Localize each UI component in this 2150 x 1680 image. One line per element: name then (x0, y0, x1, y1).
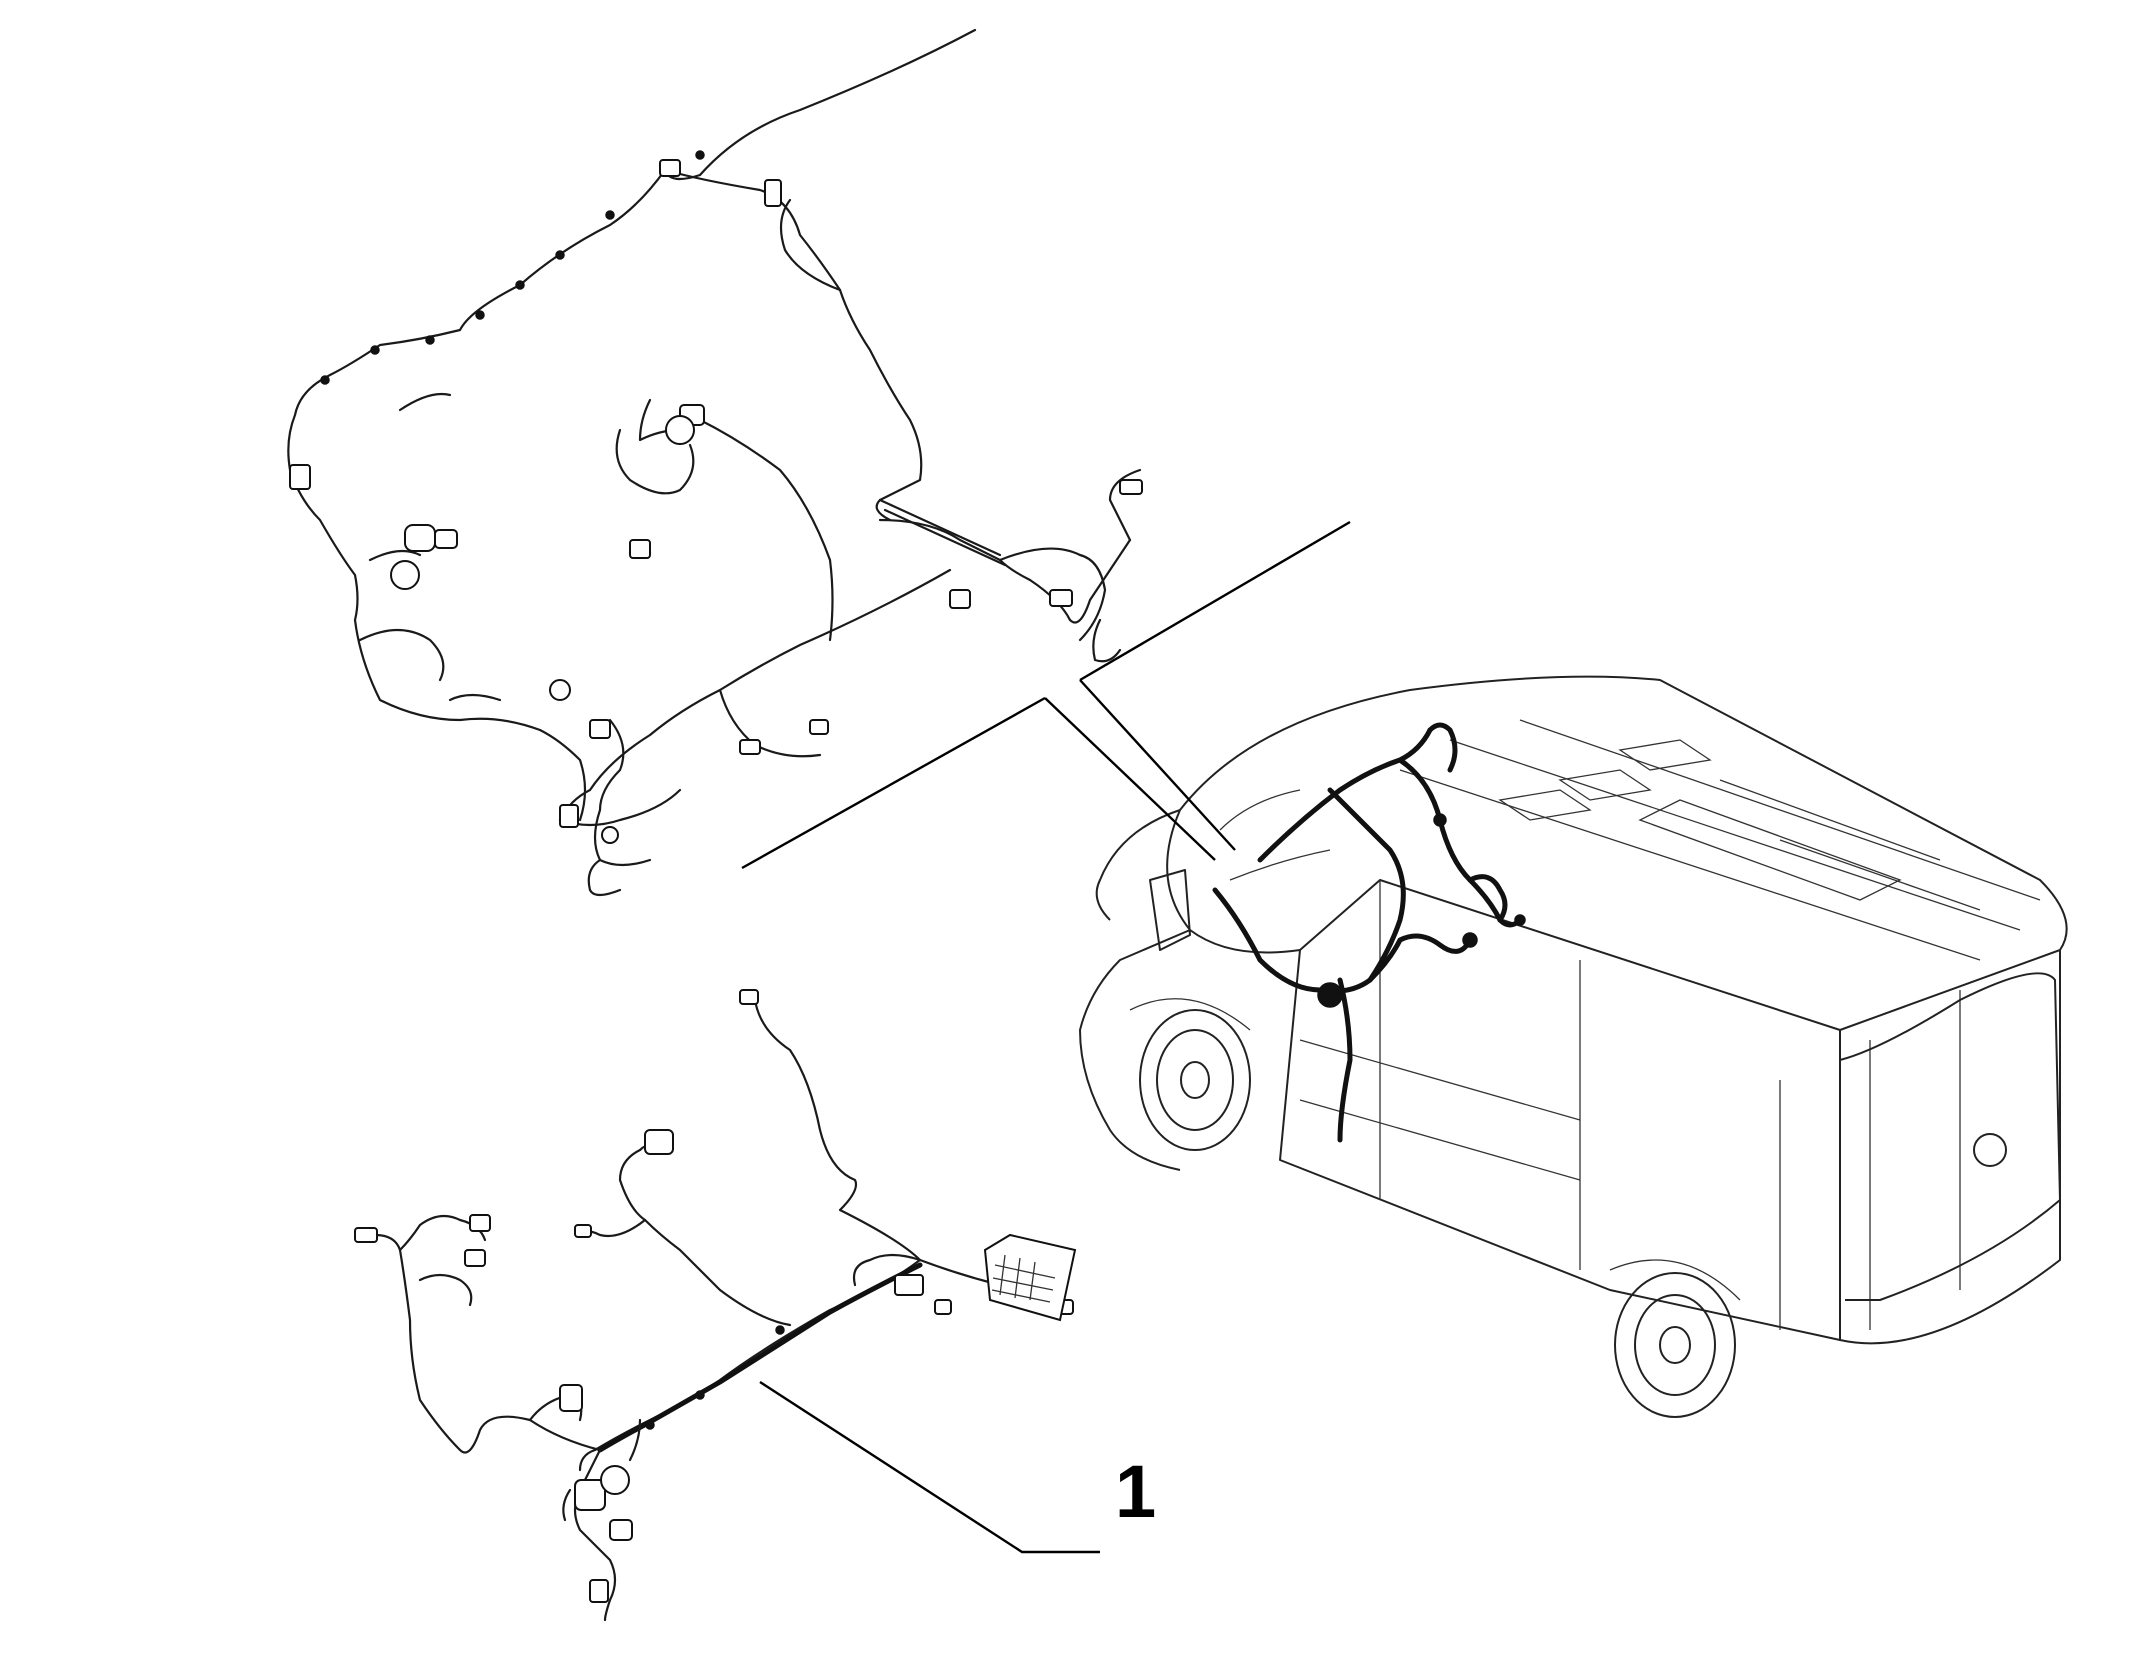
front-wheel (1129, 998, 1251, 1151)
control-module (983, 1233, 1077, 1322)
callout-label-1: 1 (1115, 1450, 1157, 1533)
lower-harness-assembly (354, 989, 1077, 1622)
zoom-line-upper-to-van (1079, 679, 1236, 851)
van-illustration (1079, 675, 2068, 1418)
upper-harness-assembly (287, 28, 1143, 897)
zoom-line-upper (1079, 520, 1351, 682)
zoom-line-lower-to-van (1044, 697, 1216, 861)
rear-wheel (1609, 1259, 1741, 1418)
zoom-line-lower (741, 696, 1046, 870)
callout-leader-1 (759, 1380, 1100, 1554)
